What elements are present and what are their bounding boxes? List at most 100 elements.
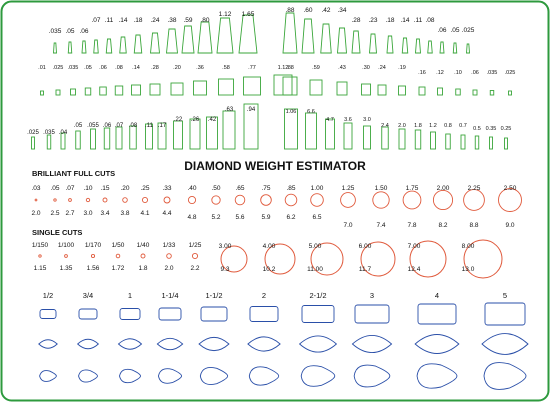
baguette-label: .94 (247, 107, 256, 113)
mm-label: 12.4 (408, 266, 421, 273)
baguette-label: .23 (368, 17, 377, 24)
single-cut-outline (90, 253, 96, 259)
fancy-size-label: 5 (503, 291, 507, 300)
baguette-outline (305, 112, 317, 150)
round-brilliant-outline (211, 195, 221, 205)
mm-label: 7.8 (407, 222, 416, 229)
fancy-size-label: 3 (370, 291, 374, 300)
baguette-label: 0.7 (459, 123, 467, 129)
emerald-cut-outline (354, 304, 390, 324)
marquise-cut-outline (38, 339, 58, 349)
carat-label: .15 (100, 185, 109, 192)
baguette-label: .08 (129, 123, 138, 129)
large-round-outline (220, 245, 248, 273)
mm-label: 4.1 (140, 210, 149, 217)
carat-label: 2.00 (437, 185, 450, 192)
baguette-label: .60 (303, 7, 312, 14)
tapered-baguette-outline (150, 32, 160, 54)
fancy-size-label: 1-1/2 (205, 291, 222, 300)
marquise-cut-outline (117, 338, 143, 350)
baguette-label: .05 (84, 65, 92, 71)
baguette-outline (343, 122, 353, 150)
tapered-baguette-outline (415, 38, 421, 54)
baguette-label: .59 (312, 65, 320, 71)
marquise-cut-outline (351, 335, 393, 353)
baguette-outline (284, 108, 298, 150)
carat-label: .05 (50, 185, 59, 192)
baguette-outline (398, 85, 406, 96)
mm-label: 10.2 (263, 266, 276, 273)
pear-cut-outline (119, 368, 141, 384)
carat-label: .07 (65, 185, 74, 192)
baguette-label: .18 (385, 17, 394, 24)
baguette-outline (70, 88, 76, 96)
baguette-label: .06 (471, 70, 479, 76)
fancy-size-label: 3/4 (83, 291, 93, 300)
carat-label: 2.50 (504, 185, 517, 192)
baguette-label: .80 (200, 17, 209, 24)
pear-cut-outline (199, 367, 229, 385)
baguette-label: .11 (145, 123, 154, 129)
mm-label: 3.8 (120, 210, 129, 217)
tapered-baguette-outline (369, 33, 377, 54)
baguette-label: .05 (65, 28, 74, 35)
mm-label: 11.7 (359, 266, 372, 273)
baguette-label: .26 (191, 117, 200, 123)
baguette-label: .24 (378, 65, 386, 71)
baguette-label: .035 (487, 70, 498, 76)
tapered-baguette-outline (282, 12, 298, 54)
baguette-outline (508, 90, 512, 96)
round-brilliant-outline (310, 193, 324, 207)
emerald-cut-outline (119, 308, 141, 320)
single-heading: SINGLE CUTS (32, 228, 82, 237)
baguette-label: .42 (321, 7, 330, 14)
mm-label: 2.0 (31, 210, 40, 217)
carat-label: 1.50 (375, 185, 388, 192)
baguette-outline (170, 82, 184, 96)
tapered-baguette-outline (133, 34, 143, 54)
carat-label: 6.00 (359, 243, 372, 250)
emerald-cut-outline (249, 306, 279, 322)
baguette-outline (437, 87, 443, 96)
tapered-baguette-outline (301, 18, 315, 54)
baguette-label: 1.12 (278, 65, 289, 71)
baguette-label: .16 (418, 70, 426, 76)
baguette-label: .07 (91, 17, 100, 24)
baguette-label: 1.06 (286, 109, 297, 115)
baguette-outline (363, 125, 371, 150)
mm-label: 1.72 (112, 265, 125, 272)
baguette-label: 1.2 (429, 123, 437, 129)
baguette-outline (99, 86, 107, 96)
baguette-outline (336, 81, 348, 96)
round-brilliant-outline (498, 188, 522, 212)
tapered-baguette-outline (320, 23, 332, 54)
baguette-outline (115, 126, 123, 150)
carat-label: 1.00 (311, 185, 324, 192)
baguette-label: .28 (351, 17, 360, 24)
baguette-label: .17 (158, 123, 167, 129)
mm-label: 3.0 (83, 210, 92, 217)
tapered-baguette-outline (466, 43, 470, 54)
marquise-cut-outline (481, 333, 529, 355)
large-round-outline (264, 243, 296, 275)
baguette-label: .36 (196, 65, 204, 71)
baguette-label: .18 (133, 17, 142, 24)
mm-label: 3.4 (100, 210, 109, 217)
emerald-cut-outline (417, 303, 457, 325)
mm-label: 5.6 (235, 214, 244, 221)
mm-label: 1.8 (138, 265, 147, 272)
fancy-size-label: 1-1/4 (161, 291, 178, 300)
carat-label: 1/33 (163, 242, 176, 249)
carat-label: .33 (162, 185, 171, 192)
baguette-label: 3.0 (363, 117, 371, 123)
round-brilliant-outline (260, 194, 272, 206)
tapered-baguette-outline (238, 14, 258, 54)
baguette-label: .025 (462, 27, 475, 34)
baguette-label: .63 (225, 107, 234, 113)
carat-label: .20 (120, 185, 129, 192)
baguette-label: .58 (222, 65, 230, 71)
single-cut-outline (115, 253, 121, 259)
large-round-outline (463, 239, 503, 279)
baguette-label: .035 (68, 65, 79, 71)
baguette-label: .14 (400, 17, 409, 24)
